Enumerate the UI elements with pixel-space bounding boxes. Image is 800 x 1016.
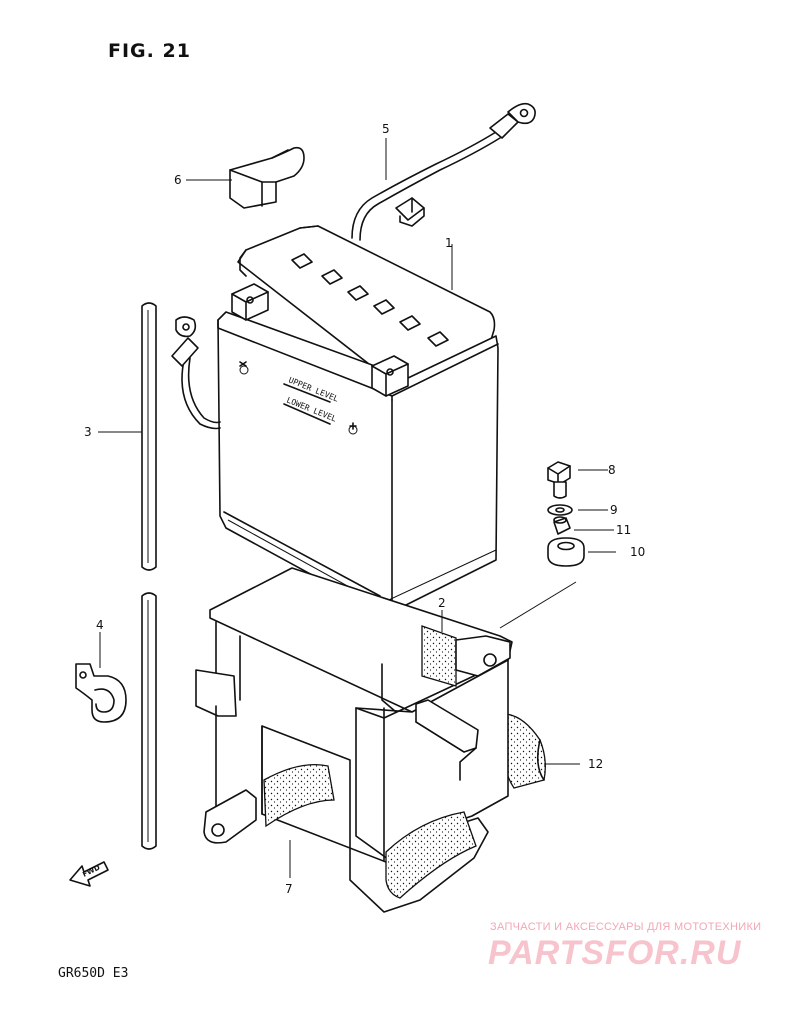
cushion-part-10 xyxy=(547,537,585,567)
callout-8: 8 xyxy=(608,463,616,477)
callout-4: 4 xyxy=(96,618,104,632)
battery-holder-part-2 xyxy=(195,567,513,913)
terminal-cap-part-6 xyxy=(229,146,305,209)
model-code: GR650D E3 xyxy=(58,966,129,981)
rod-part-3 xyxy=(141,302,157,850)
callout-2: 2 xyxy=(438,596,446,610)
callout-1: 1 xyxy=(445,236,453,250)
collar-part-11 xyxy=(553,516,571,535)
callout-10: 10 xyxy=(630,545,646,559)
clamp-part-4 xyxy=(75,663,127,723)
callout-7: 7 xyxy=(285,882,293,896)
callout-12: 12 xyxy=(588,757,604,771)
callout-11: 11 xyxy=(616,523,632,537)
forward-arrow: FWD xyxy=(69,861,109,887)
callout-6: 6 xyxy=(174,173,182,187)
battery-part-1: UPPER LEVEL LOWER LEVEL xyxy=(171,225,499,613)
watermark-subtitle: ЗАПЧАСТИ И АКСЕССУАРЫ ДЛЯ МОТОТЕХНИКИ xyxy=(490,921,762,933)
rubber-pad-part-12 xyxy=(503,713,546,789)
washer-part-9 xyxy=(547,504,573,516)
callout-9: 9 xyxy=(610,503,618,517)
callout-5: 5 xyxy=(382,122,390,136)
lead-wire-part-5 xyxy=(351,102,536,241)
callout-3: 3 xyxy=(84,425,92,439)
bolt-part-8 xyxy=(547,461,571,499)
figure-title: FIG. 21 xyxy=(108,40,191,62)
leader-lines xyxy=(98,138,616,878)
watermark-logo: PARTSFOR.RU xyxy=(488,934,742,972)
